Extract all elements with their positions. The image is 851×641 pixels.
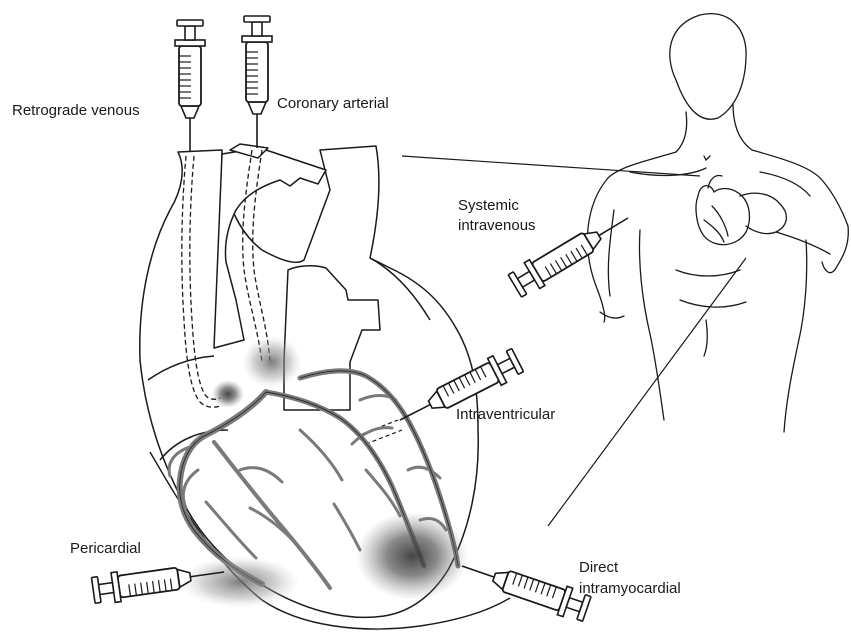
label-intraventricular: Intraventricular	[456, 405, 555, 424]
shade-retrograde-venous	[212, 380, 244, 408]
label-systemic-intravenous-line2: intravenous	[458, 216, 536, 235]
syringe-coronary-arterial	[242, 16, 272, 148]
syringe-retrograde-venous	[175, 20, 205, 152]
label-coronary-arterial: Coronary arterial	[277, 94, 389, 113]
label-pericardial: Pericardial	[70, 539, 141, 558]
label-retrograde-venous: Retrograde venous	[12, 101, 140, 120]
label-direct-intramyocardial-line2: intramyocardial	[579, 579, 681, 598]
shade-coronary-arterial	[242, 336, 302, 388]
label-systemic-intravenous-line1: Systemic	[458, 196, 519, 215]
human-torso-outline	[587, 14, 848, 432]
shade-direct-intramyocardial	[356, 512, 468, 600]
shade-pericardial	[180, 556, 300, 608]
label-direct-intramyocardial-line1: Direct	[579, 558, 618, 577]
